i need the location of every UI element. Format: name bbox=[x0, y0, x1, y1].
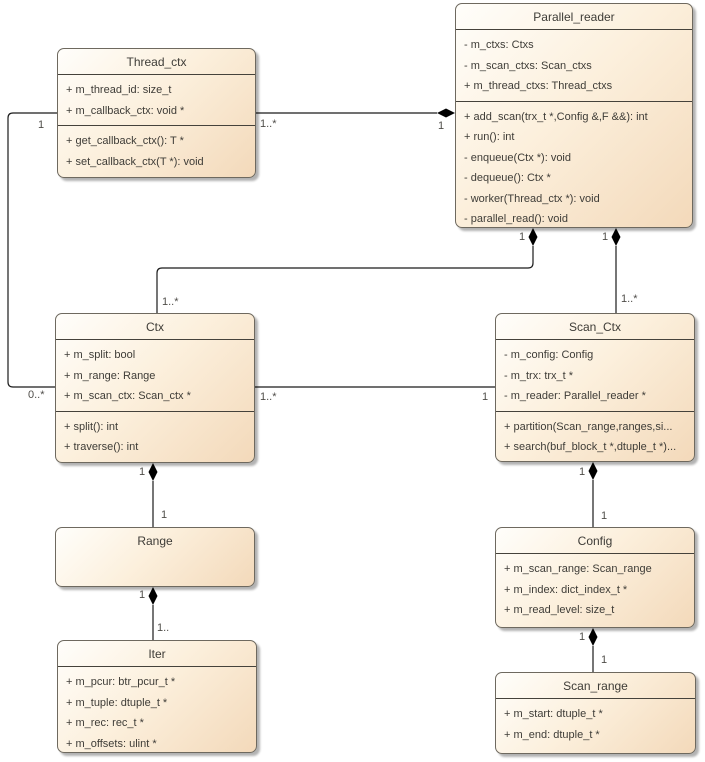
composition-diamond-icon bbox=[148, 463, 158, 481]
class-title: Iter bbox=[58, 641, 256, 667]
composition-diamond-icon bbox=[611, 228, 621, 246]
attributes-section: + m_scan_range: Scan_range + m_index: di… bbox=[496, 554, 694, 625]
attribute: + m_end: dtuple_t * bbox=[504, 728, 600, 741]
composition-diamond-icon bbox=[588, 462, 598, 480]
multiplicity-label: 1 bbox=[438, 120, 445, 132]
multiplicity-label: 1..* bbox=[162, 296, 179, 308]
attribute: + m_offsets: ulint * bbox=[66, 737, 157, 750]
attributes-section: + m_thread_id: size_t + m_callback_ctx: … bbox=[58, 75, 255, 126]
multiplicity-label: 1 bbox=[601, 510, 608, 522]
methods-section: + get_callback_ctx(): T * + set_callback… bbox=[58, 126, 255, 176]
attribute: - m_config: Config bbox=[504, 349, 594, 361]
methods-section: + partition(Scan_range,ranges,si... + se… bbox=[496, 412, 694, 462]
method: + set_callback_ctx(T *): void bbox=[66, 155, 204, 168]
class-ctx: Ctx + m_split: bool + m_range: Range + m… bbox=[55, 313, 255, 463]
composition-diamond-icon bbox=[437, 108, 455, 118]
class-title: Range bbox=[137, 534, 173, 548]
class-iter: Iter + m_pcur: btr_pcur_t * + m_tuple: d… bbox=[57, 640, 257, 753]
attribute: + m_scan_ctx: Scan_ctx * bbox=[64, 390, 191, 402]
class-title: Scan_Ctx bbox=[496, 314, 694, 340]
attribute: + m_thread_id: size_t bbox=[66, 84, 172, 96]
method: - enqueue(Ctx *): void bbox=[464, 151, 571, 164]
method: + get_callback_ctx(): T * bbox=[66, 135, 184, 147]
attribute: + m_start: dtuple_t * bbox=[504, 708, 603, 720]
class-scan-range: Scan_range + m_start: dtuple_t * + m_end… bbox=[495, 672, 696, 754]
multiplicity-label: 1..* bbox=[260, 118, 277, 130]
method: + split(): int bbox=[64, 420, 119, 433]
multiplicity-label: 1.. bbox=[157, 622, 170, 634]
attribute: + m_range: Range bbox=[64, 369, 156, 382]
attribute: + m_index: dict_index_t * bbox=[504, 583, 628, 596]
method: - parallel_read(): void bbox=[464, 213, 568, 225]
methods-section: + add_scan(trx_t *,Config &,F &&): int +… bbox=[456, 102, 692, 228]
method: - worker(Thread_ctx *): void bbox=[464, 192, 600, 205]
class-thread-ctx: Thread_ctx + m_thread_id: size_t + m_cal… bbox=[57, 48, 256, 178]
attributes-section: + m_split: bool + m_range: Range + m_sca… bbox=[56, 340, 254, 412]
class-title: Ctx bbox=[56, 314, 254, 340]
attribute: + m_rec: rec_t * bbox=[66, 717, 144, 729]
attribute: + m_pcur: btr_pcur_t * bbox=[66, 676, 176, 688]
method: + search(buf_block_t *,dtuple_t *)... bbox=[504, 441, 677, 453]
connector-threadctx-ctx bbox=[7, 112, 57, 388]
composition-diamond-icon bbox=[588, 628, 598, 646]
class-title: Scan_range bbox=[496, 673, 695, 699]
multiplicity-label: 1 bbox=[579, 466, 586, 478]
attribute: - m_scan_ctxs: Scan_ctxs bbox=[464, 59, 592, 72]
multiplicity-label: 1 bbox=[519, 231, 526, 243]
class-title: Parallel_reader bbox=[456, 4, 692, 30]
method: + traverse(): int bbox=[64, 441, 139, 453]
multiplicity-label: 1 bbox=[139, 589, 146, 601]
method: + add_scan(trx_t *,Config &,F &&): int bbox=[464, 110, 648, 123]
multiplicity-label: 1..* bbox=[260, 391, 277, 403]
method: + run(): int bbox=[464, 131, 515, 143]
attribute: - m_ctxs: Ctxs bbox=[464, 39, 534, 51]
attributes-section: - m_config: Config - m_trx: trx_t * - m_… bbox=[496, 340, 694, 412]
class-range: Range bbox=[55, 527, 255, 587]
composition-diamond-icon bbox=[148, 587, 158, 605]
attribute: + m_scan_range: Scan_range bbox=[504, 563, 652, 575]
method: - dequeue(): Ctx * bbox=[464, 172, 551, 184]
multiplicity-label: 1 bbox=[601, 654, 608, 666]
methods-section: + split(): int + traverse(): int bbox=[56, 412, 254, 462]
class-title: Config bbox=[496, 528, 694, 554]
attributes-section: - m_ctxs: Ctxs - m_scan_ctxs: Scan_ctxs … bbox=[456, 30, 692, 102]
multiplicity-label: 1..* bbox=[621, 293, 638, 305]
attributes-section: + m_pcur: btr_pcur_t * + m_tuple: dtuple… bbox=[58, 667, 256, 752]
class-config: Config + m_scan_range: Scan_range + m_in… bbox=[495, 527, 695, 628]
multiplicity-label: 1 bbox=[161, 509, 168, 521]
composition-diamond-icon bbox=[528, 228, 538, 246]
attribute: + m_callback_ctx: void * bbox=[66, 104, 185, 117]
connector-parallelreader-ctx bbox=[156, 246, 534, 313]
attribute: + m_split: bool bbox=[64, 349, 136, 361]
multiplicity-label: 1 bbox=[38, 119, 45, 131]
class-scan-ctx: Scan_Ctx - m_config: Config - m_trx: trx… bbox=[495, 313, 695, 462]
method: + partition(Scan_range,ranges,si... bbox=[504, 420, 673, 433]
multiplicity-label: 0..* bbox=[28, 389, 45, 401]
attribute: - m_trx: trx_t * bbox=[504, 369, 574, 382]
attribute: + m_read_level: size_t bbox=[504, 604, 615, 616]
attribute: - m_reader: Parallel_reader * bbox=[504, 390, 646, 402]
multiplicity-label: 1 bbox=[602, 231, 609, 243]
multiplicity-label: 1 bbox=[579, 631, 586, 643]
class-parallel-reader: Parallel_reader - m_ctxs: Ctxs - m_scan_… bbox=[455, 3, 693, 228]
class-title: Thread_ctx bbox=[58, 49, 255, 75]
attribute: + m_tuple: dtuple_t * bbox=[66, 696, 168, 709]
multiplicity-label: 1 bbox=[139, 466, 146, 478]
attributes-section: + m_start: dtuple_t * + m_end: dtuple_t … bbox=[496, 699, 695, 749]
multiplicity-label: 1 bbox=[482, 391, 489, 403]
attribute: + m_thread_ctxs: Thread_ctxs bbox=[464, 80, 613, 92]
